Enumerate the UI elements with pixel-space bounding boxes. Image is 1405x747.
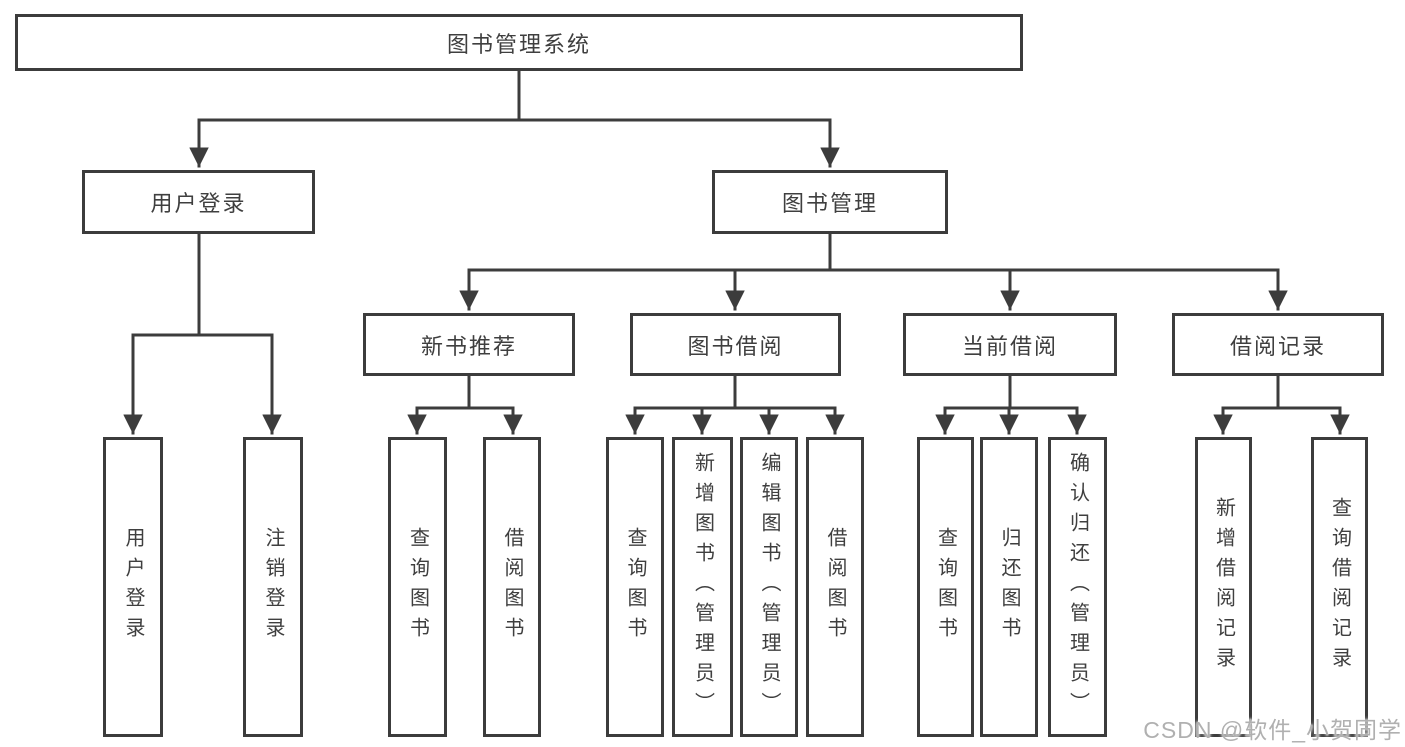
node-label: 借阅图书 xyxy=(824,527,846,647)
node-book-management: 图书管理 xyxy=(712,170,948,234)
node-label: 图书管理系统 xyxy=(446,31,591,57)
node-leaf-query-borrow-record: 查询借阅记录 xyxy=(1311,437,1368,737)
node-leaf-add-books-admin: 新增图书（管理员） xyxy=(672,437,733,737)
node-label: 新书推荐 xyxy=(420,333,517,359)
node-user-login: 用户登录 xyxy=(82,170,315,234)
node-book-borrowing: 图书借阅 xyxy=(630,313,841,376)
node-label: 借阅图书 xyxy=(501,527,523,647)
node-leaf-user-login: 用户登录 xyxy=(103,437,163,737)
node-leaf-logout: 注销登录 xyxy=(243,437,303,737)
node-label: 图书借阅 xyxy=(687,333,784,359)
node-label: 用户登录 xyxy=(150,191,247,216)
node-label: 注销登录 xyxy=(262,527,284,647)
node-current-borrowing: 当前借阅 xyxy=(903,313,1117,376)
node-label: 归还图书 xyxy=(998,527,1020,647)
node-label: 当前借阅 xyxy=(961,333,1058,359)
node-new-book-recommend: 新书推荐 xyxy=(363,313,575,376)
node-library-management-system: 图书管理系统 xyxy=(15,14,1023,71)
csdn-watermark: CSDN @软件_小贺同学 xyxy=(1143,717,1402,743)
node-label: 查询图书 xyxy=(934,527,957,647)
node-label: 新增图书（管理员） xyxy=(691,452,714,722)
node-label: 查询图书 xyxy=(624,527,646,647)
node-label: 新增借阅记录 xyxy=(1212,497,1235,677)
node-leaf-confirm-return-admin: 确认归还（管理员） xyxy=(1048,437,1107,737)
node-label: 借阅记录 xyxy=(1229,333,1326,359)
node-leaf-query-books-borrowing: 查询图书 xyxy=(606,437,664,737)
node-label: 查询借阅记录 xyxy=(1328,497,1351,677)
node-label: 确认归还（管理员） xyxy=(1066,452,1089,722)
node-label: 图书管理 xyxy=(781,191,878,216)
node-leaf-borrow-books: 借阅图书 xyxy=(806,437,864,737)
node-leaf-query-books-recommend: 查询图书 xyxy=(388,437,447,737)
node-leaf-add-borrow-record: 新增借阅记录 xyxy=(1195,437,1252,737)
node-leaf-return-books: 归还图书 xyxy=(980,437,1038,737)
node-leaf-query-books-current: 查询图书 xyxy=(917,437,974,737)
node-label: 编辑图书（管理员） xyxy=(758,452,780,722)
node-leaf-borrow-books-recommend: 借阅图书 xyxy=(483,437,541,737)
node-leaf-edit-books-admin: 编辑图书（管理员） xyxy=(740,437,798,737)
node-borrowing-records: 借阅记录 xyxy=(1172,313,1384,376)
node-label: 查询图书 xyxy=(406,527,429,647)
node-label: 用户登录 xyxy=(122,527,144,647)
